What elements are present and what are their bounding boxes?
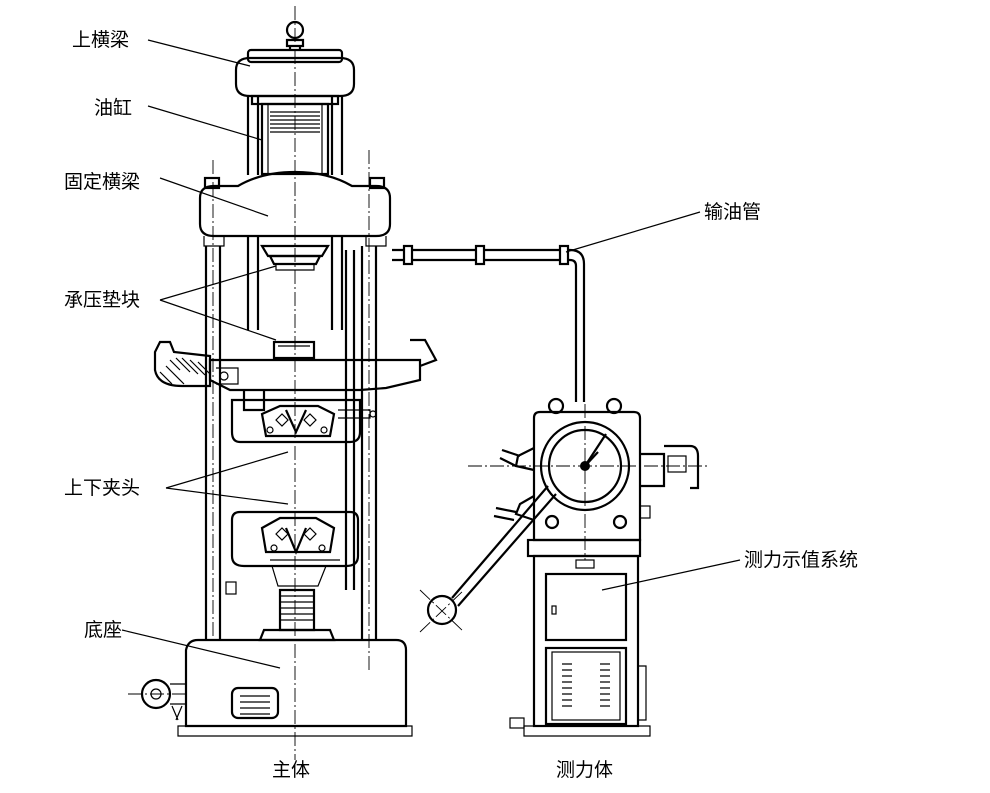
label-oil-pipe: 输油管 bbox=[704, 201, 761, 223]
leader-lines bbox=[121, 39, 741, 669]
oil-pipe-drawing bbox=[392, 244, 586, 402]
labels: 上横梁 油缸 固定横梁 承压垫块 上下夹头 底座 输油管 测力示值系统 主体 测… bbox=[64, 29, 858, 781]
main-body-drawing bbox=[128, 6, 438, 760]
label-force-display-system: 测力示值系统 bbox=[744, 549, 858, 571]
label-main-body: 主体 bbox=[272, 759, 310, 781]
label-fixed-crossbeam: 固定横梁 bbox=[64, 171, 140, 193]
label-oil-cylinder: 油缸 bbox=[94, 97, 132, 119]
force-unit-drawing bbox=[419, 397, 710, 737]
label-bearing-blocks: 承压垫块 bbox=[64, 289, 140, 311]
label-upper-lower-grips: 上下夹头 bbox=[64, 477, 140, 499]
label-base: 底座 bbox=[84, 619, 122, 641]
label-force-unit: 测力体 bbox=[556, 759, 613, 781]
label-upper-crossbeam: 上横梁 bbox=[72, 29, 129, 51]
